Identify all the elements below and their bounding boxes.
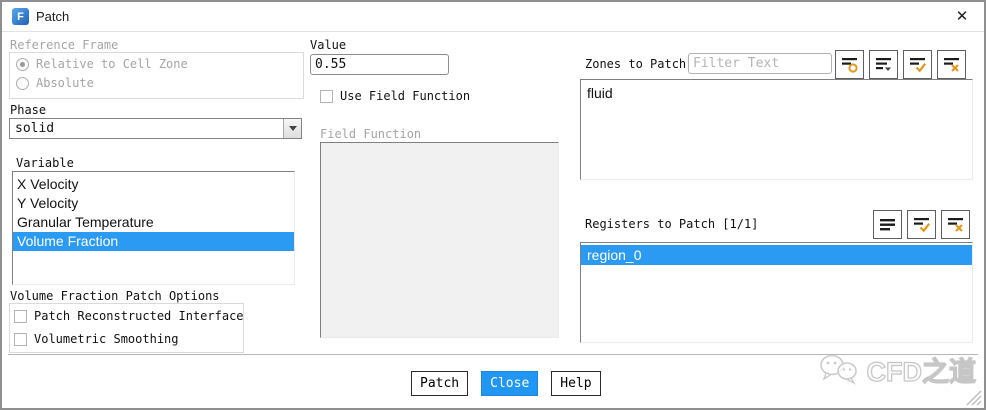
checkbox-label: Volumetric Smoothing [34, 332, 179, 346]
checkbox-patch-reconstructed-interface[interactable] [14, 309, 27, 323]
registers-list[interactable]: region_0 [580, 242, 973, 343]
select-all-check-icon [914, 218, 931, 233]
radio-absolute[interactable] [16, 76, 29, 90]
lines-plain-icon [880, 219, 895, 231]
list-item-selected[interactable]: Volume Fraction [13, 232, 294, 251]
registers-to-patch-label: Registers to Patch [1/1] [585, 217, 759, 231]
footer-buttons: Patch Close Help [411, 371, 601, 396]
use-field-function-label: Use Field Function [340, 89, 471, 103]
registers-select-all-button[interactable] [907, 210, 936, 239]
checkbox-label: Patch Reconstructed Interface [34, 309, 244, 323]
zones-filter-matches-button[interactable] [835, 50, 864, 79]
list-item[interactable]: Granular Temperature [17, 214, 154, 230]
help-button[interactable]: Help [551, 371, 601, 396]
checkbox-volumetric-smoothing[interactable] [14, 332, 27, 346]
select-all-check-icon [910, 58, 927, 73]
value-label: Value [310, 38, 347, 52]
close-icon[interactable]: ✕ [955, 8, 969, 25]
value-input[interactable] [310, 54, 449, 75]
list-item[interactable]: fluid [587, 85, 613, 101]
lines-dropdown-icon [876, 58, 891, 71]
vf-patch-options-group [9, 303, 244, 353]
registers-deselect-all-button[interactable] [941, 210, 970, 239]
close-button[interactable]: Close [481, 371, 539, 396]
list-item[interactable]: X Velocity [17, 176, 79, 192]
phase-selected-value: solid [15, 121, 55, 136]
vf-patch-options-label: Volume Fraction Patch Options [10, 289, 220, 303]
phase-dropdown[interactable]: solid [9, 118, 302, 139]
deselect-all-x-icon [948, 218, 963, 232]
chevron-down-icon[interactable] [283, 119, 301, 138]
patch-button[interactable]: Patch [411, 371, 469, 396]
list-item-selected[interactable]: region_0 [581, 245, 972, 265]
radio-absolute-label: Absolute [36, 76, 94, 90]
registers-list-options-button[interactable] [873, 210, 902, 239]
window-title: Patch [36, 9, 70, 24]
zones-deselect-all-button[interactable] [937, 50, 966, 79]
reference-frame-group [9, 52, 304, 99]
zones-filter-input[interactable] [688, 53, 832, 74]
radio-relative-label: Relative to Cell Zone [36, 57, 188, 71]
variable-list[interactable]: X Velocity Y Velocity Granular Temperatu… [12, 171, 295, 285]
zones-select-all-button[interactable] [903, 50, 932, 79]
list-item[interactable]: Y Velocity [17, 195, 79, 211]
filter-lines-ring-icon [842, 58, 858, 73]
resize-grip[interactable] [962, 386, 982, 406]
phase-label: Phase [10, 103, 47, 117]
wechat-icon [819, 354, 857, 385]
fluent-app-icon: F [12, 8, 29, 25]
checkbox-use-field-function[interactable] [320, 89, 333, 103]
footer-separator [8, 354, 978, 356]
title-bar[interactable]: F Patch ✕ [2, 2, 984, 32]
zones-list-options-button[interactable] [869, 50, 898, 79]
zones-list[interactable]: fluid [580, 79, 973, 180]
field-function-label: Field Function [320, 127, 422, 141]
zones-to-patch-label: Zones to Patch [585, 57, 687, 71]
deselect-all-x-icon [944, 58, 959, 72]
reference-frame-label: Reference Frame [10, 38, 119, 52]
field-function-list [320, 142, 559, 338]
radio-relative-to-cell-zone[interactable] [16, 57, 29, 71]
variable-label: Variable [16, 156, 74, 170]
